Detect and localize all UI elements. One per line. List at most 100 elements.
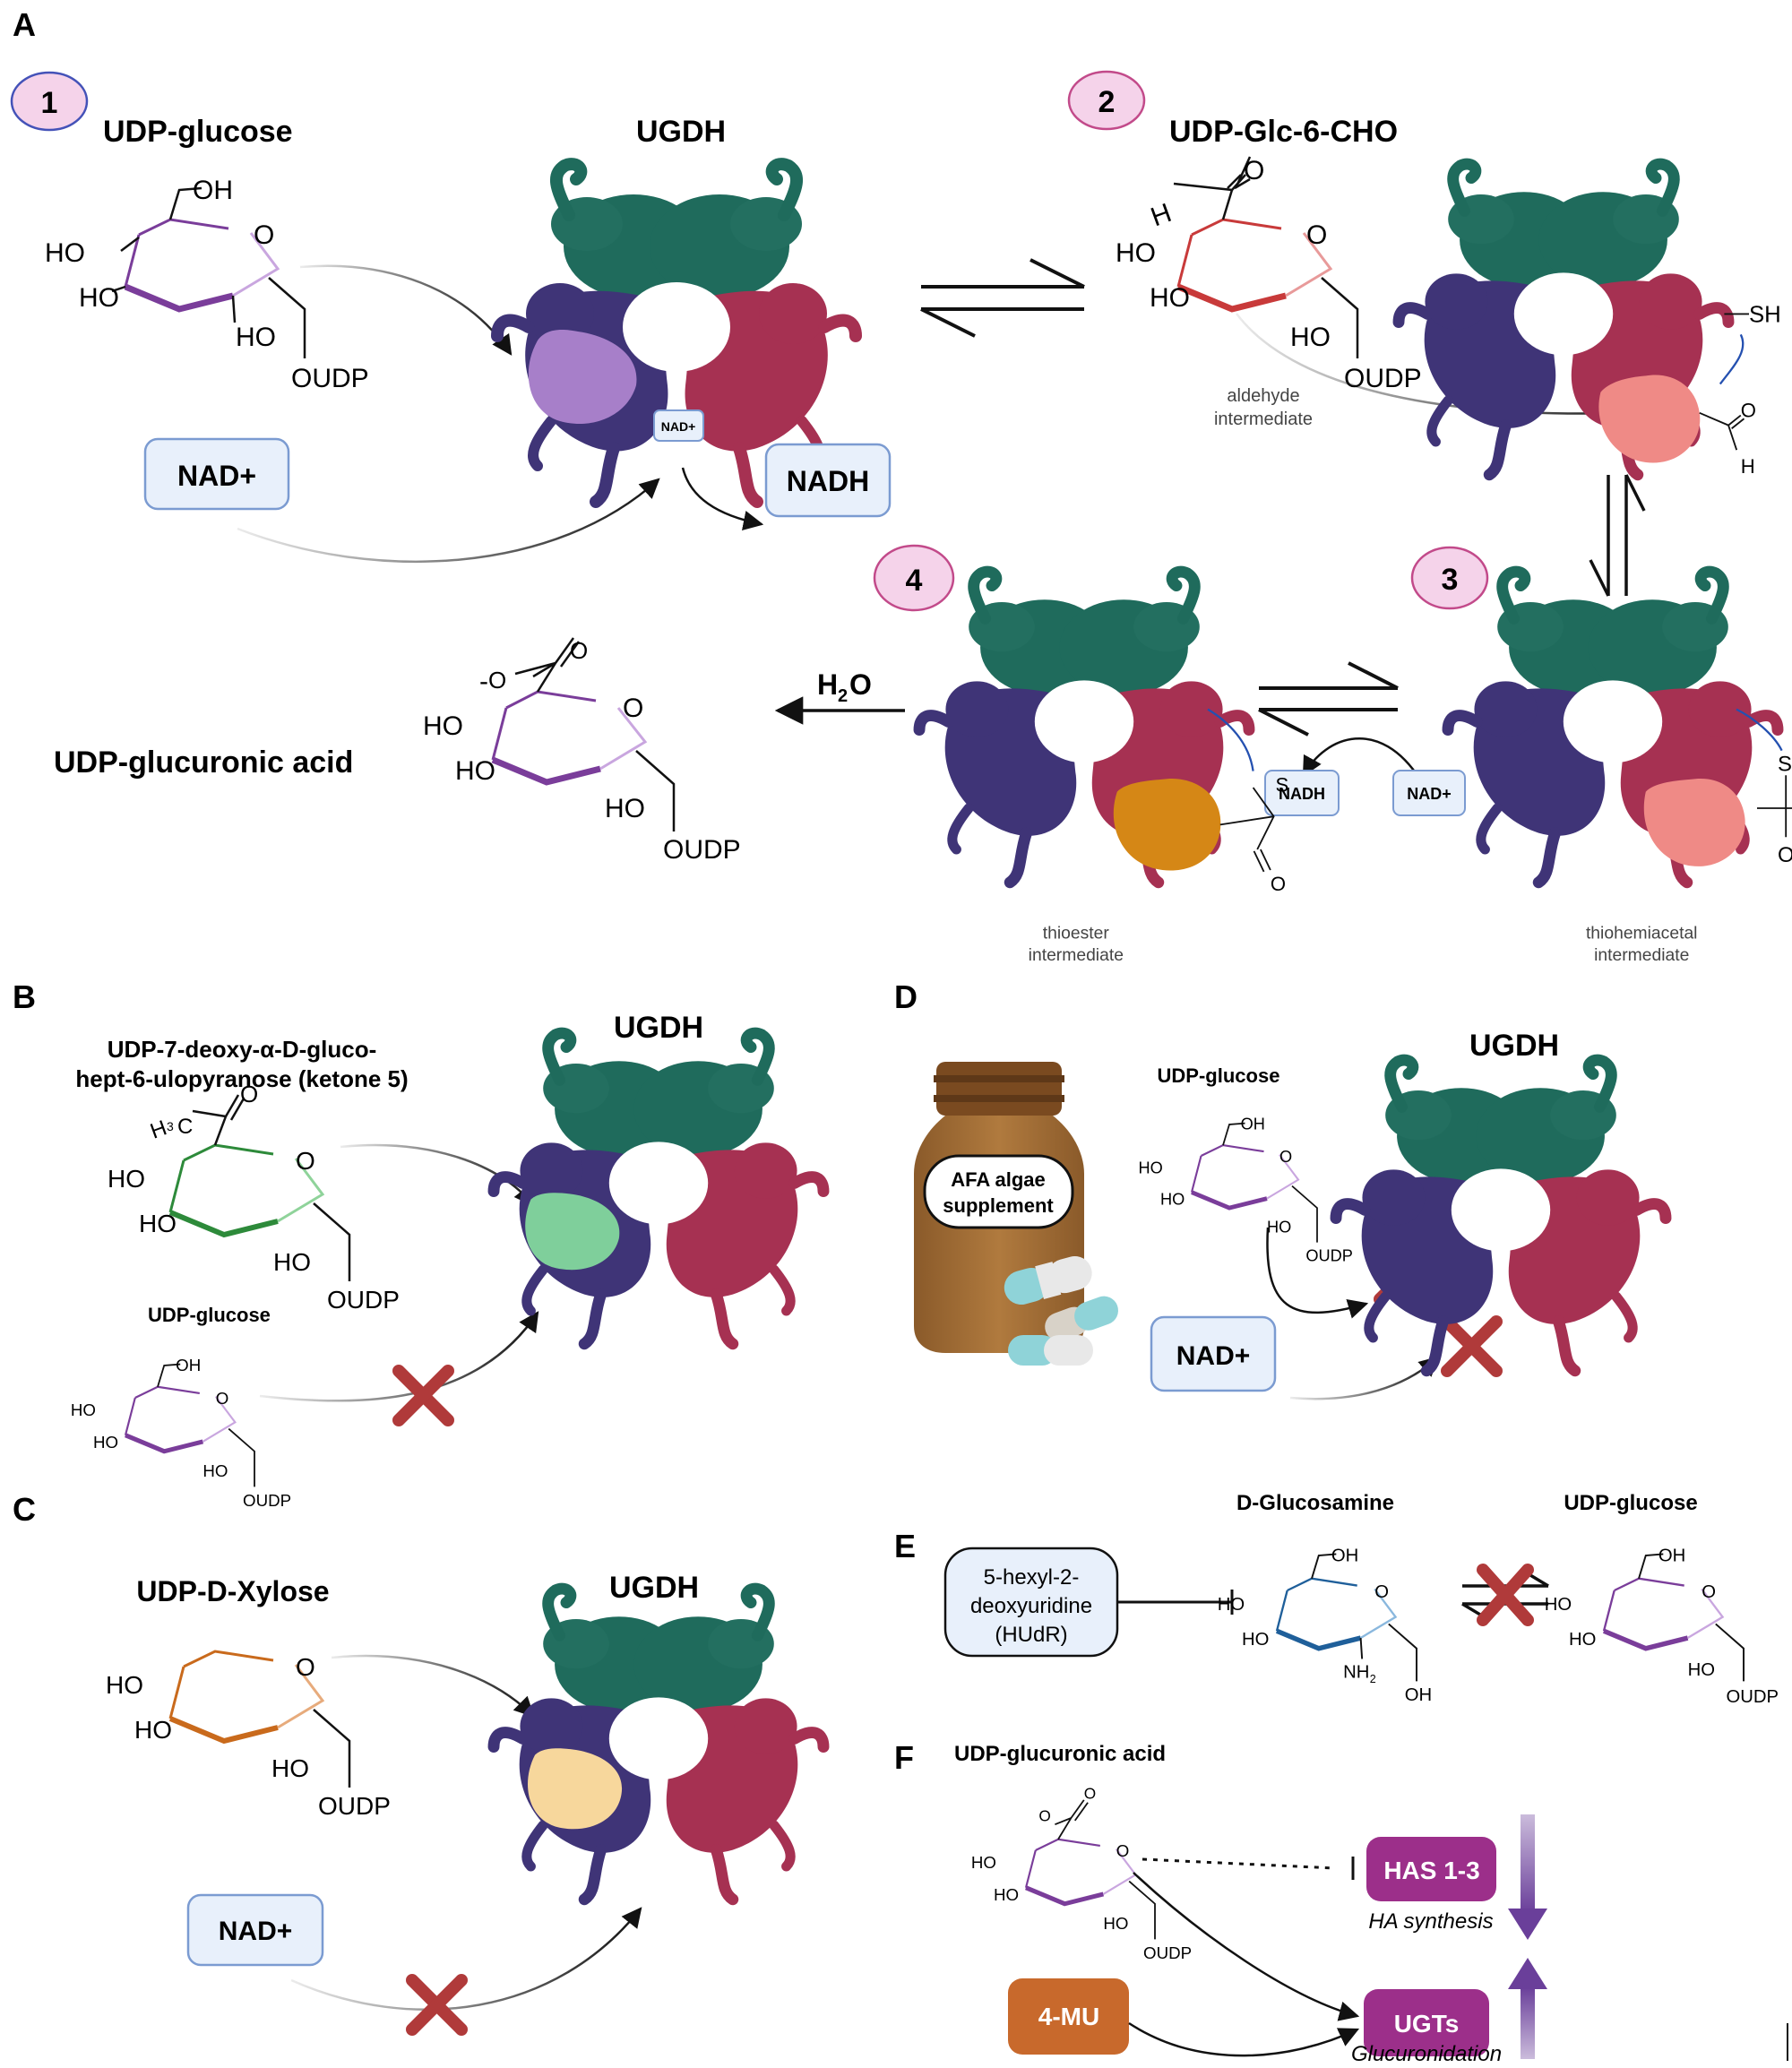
supplement-bottle: AFA algae supplement xyxy=(914,1062,1084,1353)
svg-text:-: - xyxy=(479,667,488,696)
svg-text:2: 2 xyxy=(1098,85,1116,119)
water-label: H 2 O xyxy=(817,668,872,706)
ha-synthesis-caption: HA synthesis xyxy=(1368,1909,1493,1934)
svg-text:HO: HO xyxy=(93,1433,118,1452)
svg-text:OH: OH xyxy=(176,1356,201,1374)
nad-to-enzyme-arrow xyxy=(237,478,660,564)
svg-text:OUDP: OUDP xyxy=(1344,364,1422,393)
nad-plus-box-a: NAD+ xyxy=(143,437,290,511)
ketone5-title-2: hept-6-ulopyranose (ketone 5) xyxy=(75,1065,408,1092)
aldehyde-structure: O H HO HO HO O OUDP aldehyde intermediat… xyxy=(1116,156,1422,429)
aldehyde-label-1: aldehyde xyxy=(1227,386,1299,406)
svg-text:5-hexyl-2-: 5-hexyl-2- xyxy=(984,1565,1080,1590)
panel-a: A 1 UDP-glucose OH HO HO HO O OUDP UG xyxy=(10,6,1792,965)
svg-text:OUDP: OUDP xyxy=(291,364,369,393)
ugdh-enzyme-step4: S O thioester intermediate xyxy=(919,572,1288,965)
svg-text:NADH: NADH xyxy=(787,465,869,497)
step-1-badge: 1 xyxy=(10,71,89,132)
svg-text:3: 3 xyxy=(1442,563,1459,597)
ugdh-enzyme-c xyxy=(494,1589,823,1900)
svg-text:HO: HO xyxy=(423,711,463,741)
panel-e: E 5-hexyl-2- deoxyuridine (HUdR) D-Gluco… xyxy=(894,1491,1779,1707)
svg-text:HO: HO xyxy=(1218,1595,1245,1615)
svg-text:OUDP: OUDP xyxy=(243,1491,291,1510)
svg-text:HO: HO xyxy=(236,323,276,352)
svg-text:HO: HO xyxy=(71,1400,96,1419)
svg-text:O: O xyxy=(216,1389,229,1408)
equilibrium-arrows-3-4 xyxy=(1258,661,1399,737)
svg-text:HO: HO xyxy=(1242,1630,1269,1650)
step-3-badge: 3 xyxy=(1410,546,1489,610)
svg-text:O: O xyxy=(488,667,506,694)
svg-text:SH: SH xyxy=(1749,303,1781,328)
svg-text:HO: HO xyxy=(1116,238,1156,268)
thioester-label-2: intermediate xyxy=(1029,946,1124,965)
svg-text:OUDP: OUDP xyxy=(1727,1687,1779,1707)
svg-text:HO: HO xyxy=(106,1671,143,1699)
svg-text:HO: HO xyxy=(1160,1191,1185,1209)
svg-text:OUDP: OUDP xyxy=(318,1792,391,1820)
svg-text:OH: OH xyxy=(1241,1116,1265,1133)
ugdh-title-c: UGDH xyxy=(609,1571,699,1605)
glucose-blocked-arrow-b xyxy=(259,1311,539,1402)
svg-text:2: 2 xyxy=(838,686,848,706)
nad-plus-box-c: NAD+ xyxy=(186,1893,324,1967)
udp-glc-6-cho-title: UDP-Glc-6-CHO xyxy=(1169,115,1398,149)
svg-text:HO: HO xyxy=(1150,283,1190,313)
glucuronic-to-ugt-arrow xyxy=(1133,1872,1360,2021)
nad-small-box: NAD+ xyxy=(1392,770,1466,816)
glucuronidation-caption: Glucuronidation xyxy=(1351,2042,1502,2066)
udp-glucuronic-acid-structure-f: O O HO HO HO O OUDP xyxy=(971,1784,1192,1962)
svg-text:NAD+: NAD+ xyxy=(1407,785,1452,803)
nad-plus-box-d: NAD+ xyxy=(1150,1315,1277,1392)
udp-xylose-title: UDP-D-Xylose xyxy=(136,1575,329,1607)
glucosamine-title: D-Glucosamine xyxy=(1236,1491,1394,1515)
increase-arrow xyxy=(1508,1958,1547,2059)
ugdh-title-b: UGDH xyxy=(614,1011,703,1045)
svg-text:O: O xyxy=(296,1147,315,1175)
svg-text:HO: HO xyxy=(45,238,85,268)
enzyme-to-nadh-arrow xyxy=(681,467,764,531)
svg-text:O: O xyxy=(1244,156,1264,185)
svg-text:HO: HO xyxy=(994,1885,1019,1904)
ugdh-title-d: UGDH xyxy=(1469,1029,1559,1063)
mu-box: 4-MU xyxy=(1008,1978,1129,2055)
svg-text:C: C xyxy=(177,1115,193,1139)
thiohemi-label-2: intermediate xyxy=(1594,946,1689,965)
svg-text:H: H xyxy=(1741,455,1755,478)
ugdh-enzyme-step3: S H OH thiohemiacetal intermediate xyxy=(1448,572,1792,965)
block-cross-d-2 xyxy=(1441,1315,1503,1377)
panel-c: C UDP-D-Xylose HO HO HO O OUDP NAD+ UGDH xyxy=(13,1491,823,2036)
svg-text:O: O xyxy=(1741,399,1756,421)
svg-text:O: O xyxy=(1271,873,1286,895)
svg-text:H: H xyxy=(817,668,838,701)
svg-text:HO: HO xyxy=(971,1853,996,1872)
supplement-label-2: supplement xyxy=(943,1194,1054,1217)
panel-letter-d: D xyxy=(894,978,918,1015)
has-box: HAS 1-3 xyxy=(1366,1837,1496,1901)
svg-text:HO: HO xyxy=(1139,1159,1163,1177)
udp-glucuronic-acid-title: UDP-glucuronic acid xyxy=(54,745,353,780)
svg-text:3: 3 xyxy=(167,1119,174,1133)
svg-text:O: O xyxy=(1038,1807,1050,1825)
svg-text:NADH: NADH xyxy=(1279,785,1325,803)
svg-text:O: O xyxy=(1374,1582,1389,1602)
udp-glucose-structure-b: OH HO HO HO O OUDP xyxy=(71,1356,291,1510)
svg-text:OUDP: OUDP xyxy=(1305,1247,1353,1265)
svg-text:O: O xyxy=(849,668,872,701)
block-cross-b xyxy=(392,1365,454,1426)
step-2-badge: 2 xyxy=(1067,70,1146,131)
svg-text:HO: HO xyxy=(1569,1630,1596,1650)
nad-blocked-arrow-c xyxy=(290,1907,642,2012)
block-cross-c xyxy=(406,1974,468,2036)
udp-glucuronic-acid-title-f: UDP-glucuronic acid xyxy=(954,1742,1166,1766)
panel-b: B UDP-7-deoxy-α-D-gluco- hept-6-ulopyran… xyxy=(13,978,823,1510)
svg-text:NH: NH xyxy=(1343,1663,1369,1683)
udp-glucose-structure-e: OH HO HO HO O OUDP xyxy=(1545,1546,1779,1707)
svg-text:NAD+: NAD+ xyxy=(219,1917,293,1946)
svg-text:O: O xyxy=(623,694,643,723)
svg-text:deoxyuridine: deoxyuridine xyxy=(970,1594,1092,1618)
aldehyde-to-enzyme-arrow xyxy=(1236,313,1647,424)
svg-text:S: S xyxy=(1778,753,1792,777)
udp-xylose-structure: HO HO HO O OUDP xyxy=(106,1650,391,1820)
